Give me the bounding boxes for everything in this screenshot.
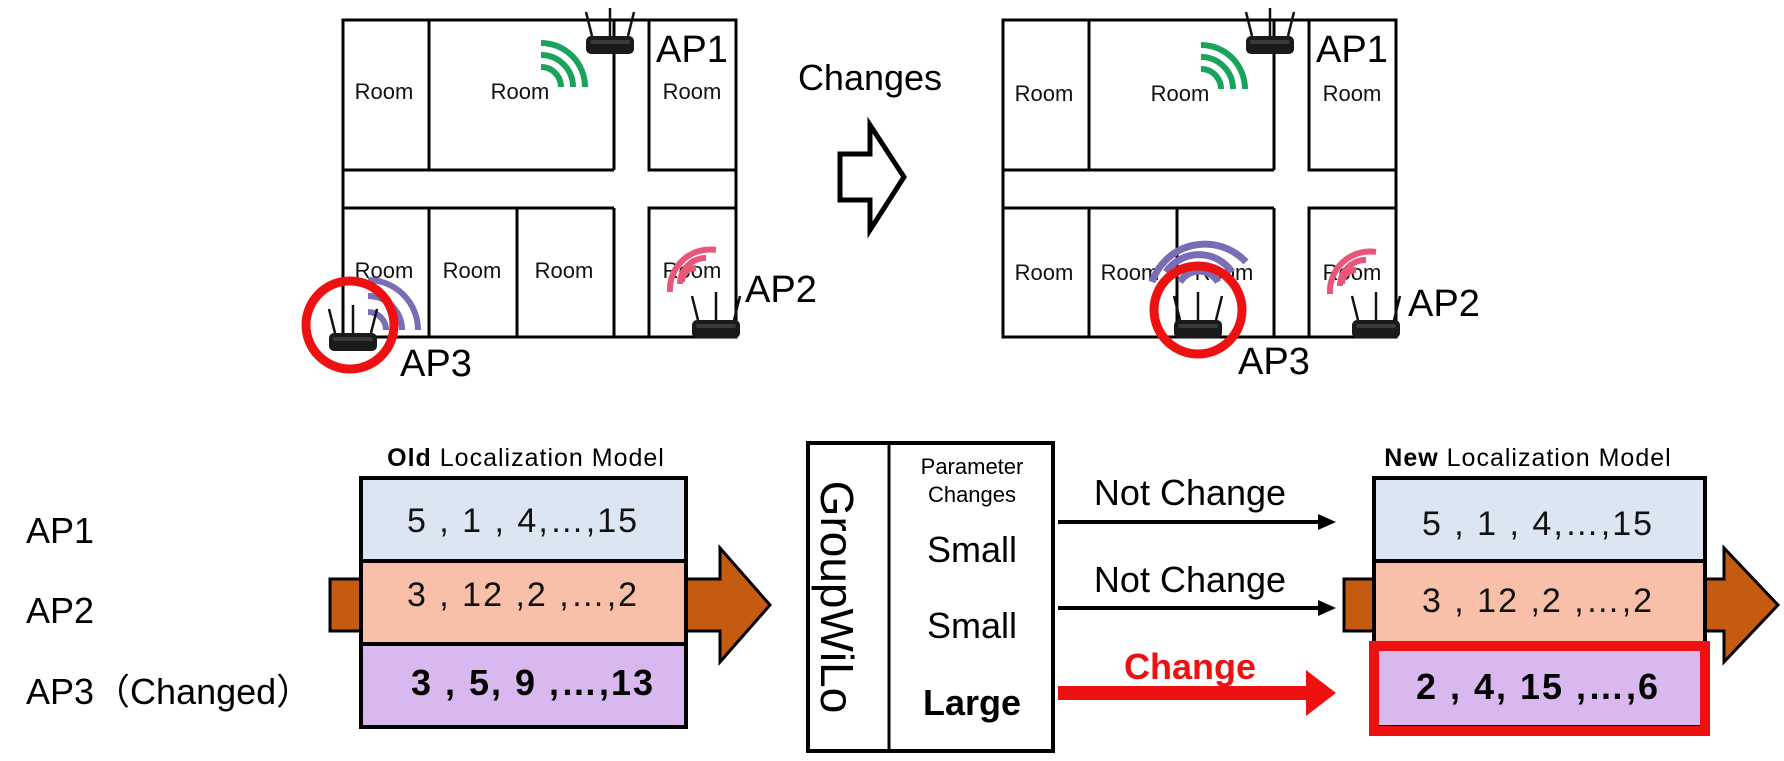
room-label: Room	[1015, 260, 1074, 285]
model-cell: 3 , 12 ,2 ,…,2	[407, 576, 639, 614]
not-change-label: Not Change	[1094, 472, 1286, 513]
model-cell: 3 , 5, 9 ,…,13	[411, 662, 655, 703]
parameter-header: Parameter	[921, 454, 1024, 479]
router-icon	[690, 290, 742, 340]
ap2-label: AP2	[745, 269, 817, 311]
model-cell: 5 , 1 , 4,…,15	[407, 502, 639, 540]
wifi-signal-icon	[1148, 240, 1249, 284]
ap3-label: AP3	[400, 343, 472, 385]
old-localization-model: Old Localization Model 5 , 1 , 4,…,15 3 …	[328, 444, 772, 729]
router-icon	[1172, 290, 1224, 340]
not-change-label: Not Change	[1094, 559, 1286, 600]
room-label: Room	[1323, 81, 1382, 106]
new-model-title: New Localization Model	[1384, 444, 1671, 472]
room-label: Room	[535, 258, 594, 283]
wifi-signal-icon	[1200, 42, 1248, 90]
floorplan-after: Room Room Room Room Room Room Room AP1 A…	[1001, 6, 1480, 383]
model-cell: 5 , 1 , 4,…,15	[1422, 505, 1654, 543]
highlight-circle	[301, 276, 399, 374]
room-label: Room	[355, 79, 414, 104]
router-icon	[1350, 290, 1402, 340]
highlight-box	[1369, 641, 1710, 736]
parameter-value: Small	[927, 529, 1017, 570]
new-localization-model: New Localization Model 5 , 1 , 4,…,15 3 …	[1342, 444, 1781, 736]
highlight-circle	[1149, 261, 1247, 359]
wifi-signal-icon	[1326, 248, 1377, 295]
router-icon	[1244, 6, 1296, 56]
router-icon	[584, 6, 636, 56]
ap3-label: AP3	[1238, 341, 1310, 383]
room-label: Room	[663, 79, 722, 104]
room-label: Room	[443, 258, 502, 283]
ap1-label: AP1	[1316, 29, 1388, 71]
floorplan-before: Room Room Room Room Room Room Room AP1 A…	[301, 6, 817, 385]
arrow-head-icon	[1306, 670, 1336, 716]
groupwilo-title: GroupWiLo	[811, 481, 863, 714]
change-label: Change	[1124, 646, 1256, 687]
old-model-title: Old Localization Model	[387, 444, 665, 472]
parameter-header: Changes	[928, 482, 1016, 507]
parameter-value: Small	[927, 605, 1017, 646]
arrow-head-icon	[1318, 600, 1336, 616]
wifi-signal-icon	[540, 40, 588, 88]
model-cell: 3 , 12 ,2 ,…,2	[1422, 582, 1654, 620]
ap1-label: AP1	[656, 29, 728, 71]
arrow-head-icon	[1318, 514, 1336, 530]
groupwilo-box: GroupWiLo Parameter Changes Small Small …	[806, 441, 1055, 753]
changes-arrow-icon	[837, 116, 907, 239]
row-label-ap3: AP3（Changed）	[26, 671, 312, 712]
room-label: Room	[1151, 81, 1210, 106]
room-label: Room	[1015, 81, 1074, 106]
ap2-label: AP2	[1408, 283, 1480, 325]
row-label-ap2: AP2	[26, 590, 94, 631]
parameter-value: Large	[923, 682, 1021, 723]
model-cell: 2 , 4, 15 ,…,6	[1416, 666, 1660, 707]
wifi-signal-icon	[666, 246, 717, 293]
changes-label: Changes	[798, 57, 942, 98]
room-label: Room	[491, 79, 550, 104]
row-label-ap1: AP1	[26, 510, 94, 551]
